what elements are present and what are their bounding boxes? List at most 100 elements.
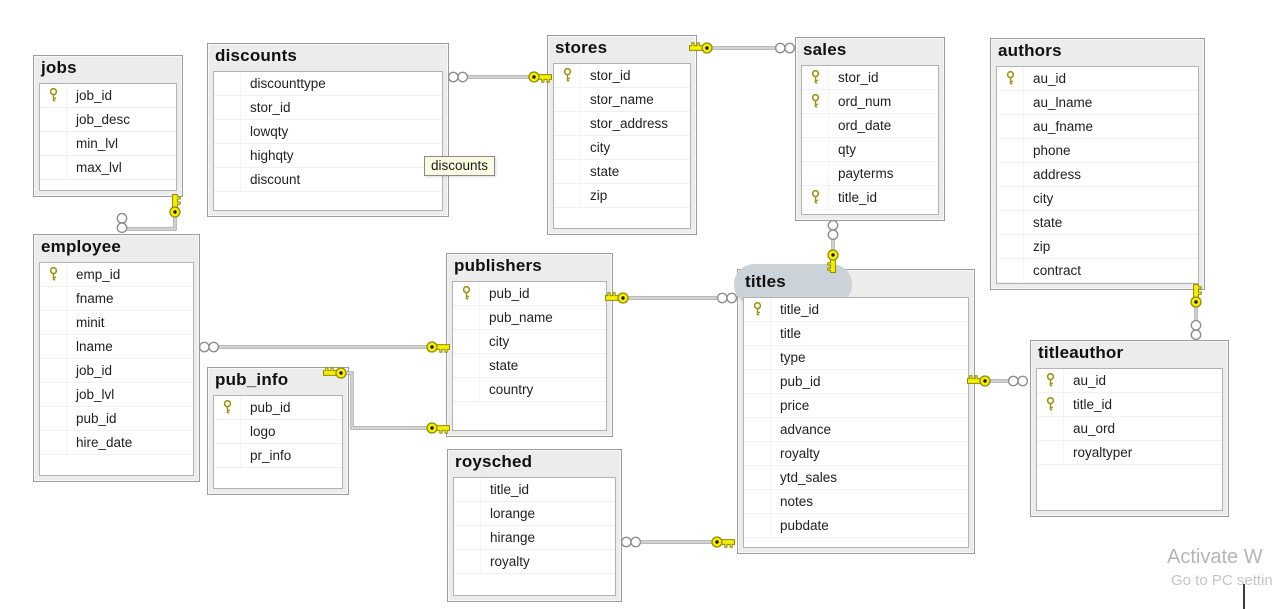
field-row-lorange[interactable]: lorange: [454, 502, 615, 526]
field-row-job_desc[interactable]: job_desc: [40, 108, 176, 132]
field-row-hire_date[interactable]: hire_date: [40, 431, 193, 455]
field-row-pub_id[interactable]: pub_id: [453, 282, 606, 306]
field-row-phone[interactable]: phone: [997, 139, 1198, 163]
field-row-price[interactable]: price: [744, 394, 968, 418]
field-row-pub_name[interactable]: pub_name: [453, 306, 606, 330]
relationship-titles-titleauthor[interactable]: [967, 375, 1029, 387]
field-name: logo: [250, 424, 276, 439]
field-row-qty[interactable]: qty: [802, 138, 938, 162]
relationship-titles-roysched[interactable]: [620, 536, 735, 548]
field-row-ytd_sales[interactable]: ytd_sales: [744, 466, 968, 490]
field-row-job_lvl[interactable]: job_lvl: [40, 383, 193, 407]
field-row-title_id[interactable]: title_id: [454, 478, 615, 502]
field-row-lname[interactable]: lname: [40, 335, 193, 359]
field-row-advance[interactable]: advance: [744, 418, 968, 442]
key-column-spacer: [214, 444, 241, 467]
key-column-spacer: [554, 88, 581, 111]
relationship-jobs-employee[interactable]: [116, 194, 181, 234]
field-row-stor_id[interactable]: stor_id: [802, 66, 938, 90]
field-row-logo[interactable]: logo: [214, 420, 342, 444]
field-name: price: [780, 398, 810, 413]
field-row-discount[interactable]: discount: [214, 168, 442, 192]
relationship-publishers-employee[interactable]: [198, 341, 450, 353]
key-column-spacer: [454, 478, 481, 501]
field-row-pubdate[interactable]: pubdate: [744, 514, 968, 538]
field-row-state[interactable]: state: [453, 354, 606, 378]
field-row-job_id[interactable]: job_id: [40, 84, 176, 108]
field-row-title_id[interactable]: title_id: [802, 186, 938, 210]
field-row-min_lvl[interactable]: min_lvl: [40, 132, 176, 156]
field-row-stor_address[interactable]: stor_address: [554, 112, 690, 136]
table-title: roysched: [455, 452, 533, 471]
field-row-royaltyper[interactable]: royaltyper: [1037, 441, 1222, 465]
field-row-address[interactable]: address: [997, 163, 1198, 187]
field-row-stor_name[interactable]: stor_name: [554, 88, 690, 112]
field-row-pub_id[interactable]: pub_id: [40, 407, 193, 431]
field-row-hirange[interactable]: hirange: [454, 526, 615, 550]
field-row-ord_date[interactable]: ord_date: [802, 114, 938, 138]
field-row-city[interactable]: city: [453, 330, 606, 354]
field-row-contract[interactable]: contract: [997, 259, 1198, 283]
field-row-max_lvl[interactable]: max_lvl: [40, 156, 176, 180]
relationship-stores-sales[interactable]: [689, 42, 796, 54]
relationship-authors-titleauthor[interactable]: [1190, 284, 1202, 341]
field-row-title_id[interactable]: title_id: [1037, 393, 1222, 417]
field-row-stor_id[interactable]: stor_id: [214, 96, 442, 120]
field-name: city: [489, 334, 510, 349]
field-row-notes[interactable]: notes: [744, 490, 968, 514]
field-row-royalty[interactable]: royalty: [744, 442, 968, 466]
relationship-publishers-titles[interactable]: [605, 292, 738, 304]
field-row-emp_id[interactable]: emp_id: [40, 263, 193, 287]
field-row-lowqty[interactable]: lowqty: [214, 120, 442, 144]
field-row-title[interactable]: title: [744, 322, 968, 346]
field-row-discounttype[interactable]: discounttype: [214, 72, 442, 96]
key-column-spacer: [802, 138, 829, 161]
relationship-publishers-pub_info[interactable]: [323, 367, 450, 434]
field-row-pub_id[interactable]: pub_id: [214, 396, 342, 420]
field-row-pub_id[interactable]: pub_id: [744, 370, 968, 394]
field-row-minit[interactable]: minit: [40, 311, 193, 335]
field-row-zip[interactable]: zip: [554, 184, 690, 208]
field-row-payterms[interactable]: payterms: [802, 162, 938, 186]
field-row-job_id[interactable]: job_id: [40, 359, 193, 383]
field-row-au_id[interactable]: au_id: [997, 67, 1198, 91]
key-column-spacer: [744, 466, 771, 489]
field-row-state[interactable]: state: [997, 211, 1198, 235]
relationship-stores-discounts[interactable]: [447, 71, 552, 83]
field-row-type[interactable]: type: [744, 346, 968, 370]
field-row-au_id[interactable]: au_id: [1037, 369, 1222, 393]
field-row-title_id[interactable]: title_id: [744, 298, 968, 322]
relationship-titles-sales[interactable]: [827, 219, 839, 273]
field-row-au_ord[interactable]: au_ord: [1037, 417, 1222, 441]
field-row-pr_info[interactable]: pr_info: [214, 444, 342, 468]
field-row-highqty[interactable]: highqty: [214, 144, 442, 168]
field-row-state[interactable]: state: [554, 160, 690, 184]
field-row-zip[interactable]: zip: [997, 235, 1198, 259]
field-row-stor_id[interactable]: stor_id: [554, 64, 690, 88]
field-row-au_lname[interactable]: au_lname: [997, 91, 1198, 115]
field-row-au_fname[interactable]: au_fname: [997, 115, 1198, 139]
field-row-city[interactable]: city: [997, 187, 1198, 211]
field-row-city[interactable]: city: [554, 136, 690, 160]
primary-key-icon: [997, 67, 1024, 90]
field-row-fname[interactable]: fname: [40, 287, 193, 311]
field-row-country[interactable]: country: [453, 378, 606, 402]
field-row-royalty[interactable]: royalty: [454, 550, 615, 574]
field-name: job_id: [76, 88, 113, 103]
field-name: state: [489, 358, 519, 373]
field-row-ord_num[interactable]: ord_num: [802, 90, 938, 114]
